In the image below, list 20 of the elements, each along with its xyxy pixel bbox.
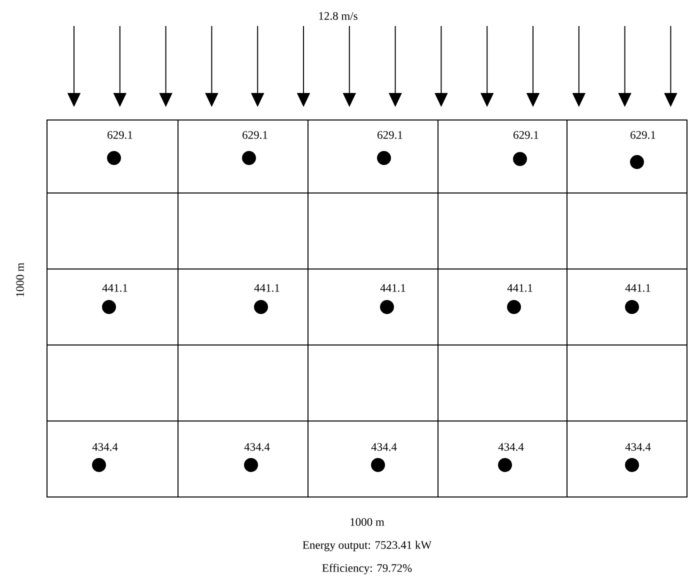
result-text: Efficiency: 79.72%	[322, 564, 412, 574]
dimension-label: 1000 m	[16, 262, 24, 296]
value-label: 629.1	[514, 131, 538, 139]
value-label: 434.4	[371, 443, 397, 451]
value-label: 441.1	[507, 284, 532, 292]
dimension-label: 1000 m	[350, 518, 384, 526]
wind-speed-label: 12.8 m/s	[319, 12, 358, 20]
value-label: 434.4	[244, 443, 270, 451]
value-label: 629.1	[630, 131, 656, 139]
value-label: 629.1	[378, 131, 402, 139]
value-label: 434.4	[92, 443, 118, 451]
value-label: 434.4	[625, 443, 651, 451]
value-label: 441.1	[625, 284, 650, 292]
value-label: 629.1	[242, 131, 268, 139]
value-label: 434.4	[498, 443, 524, 451]
result-text: Energy output: 7523.41 kW	[302, 540, 432, 552]
value-label: 441.1	[254, 284, 280, 292]
value-label: 629.1	[108, 131, 132, 139]
value-label: 441.1	[102, 284, 128, 292]
value-label: 441.1	[380, 284, 406, 292]
